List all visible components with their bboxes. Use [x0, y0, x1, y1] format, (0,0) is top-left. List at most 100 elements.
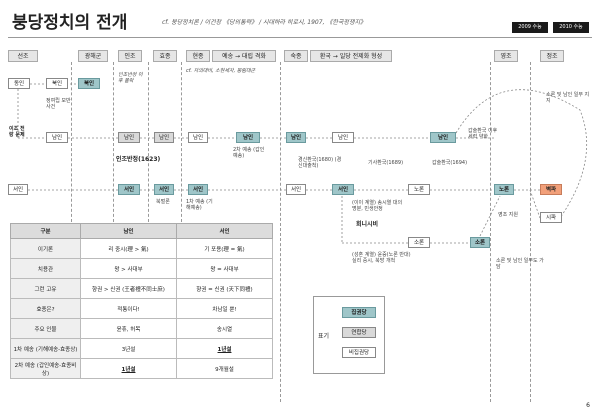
table-header-row: 구분 남인 서인 [10, 223, 273, 239]
table-header: 구분 [10, 223, 81, 239]
title-divider [8, 37, 592, 38]
note-soron-namin-support: 소론 및 남인 일부 지지 [546, 92, 590, 104]
era-hwanguk: 환국 → 일당 전제화 형성 [310, 50, 392, 62]
party-node-byeokpa: 벽파 [540, 184, 562, 195]
table-row: 1차 예송 (기해예송-효종상) 3년설 1년설 [10, 338, 273, 359]
party-node-bukin: 북인 [46, 78, 68, 89]
note-soron-namin-join: 소론 및 남인 일부도 가담 [496, 258, 544, 270]
note-gisa-hwanguk: 기사환국(1689) [368, 160, 404, 166]
note-hyeonjong-cf: cf. 자의대비, 소현세자, 봉림대군 [186, 68, 256, 74]
table-row-header: 그런 고유 [10, 278, 81, 299]
era-sukjong: 숙종 [284, 50, 308, 62]
table-row: 2차 예송 (갑인예송-효종비상) 1년설 9개월설 [10, 358, 273, 379]
note-gapsul-hwanguk: 갑술환국(1694) [432, 160, 468, 166]
note-injobanjeong: 인조반정(1623) [116, 156, 161, 163]
party-node-seoin: 서인 [8, 184, 28, 195]
era-separator [490, 62, 491, 402]
citation: cf. 붕당정치론 / 이건창 《당의통략》 / 시대하라 히로시, 1907,… [162, 19, 366, 26]
party-node-bukin-ruling: 북인 [78, 78, 100, 89]
table-row-header: 주요 인물 [10, 318, 81, 339]
page-number: 6 [586, 402, 590, 409]
party-node-seoin-ruling: 서인 [154, 184, 174, 195]
era-separator [181, 62, 182, 222]
party-node-seoin: 서인 [286, 184, 306, 195]
era-hyojong: 효종 [153, 50, 177, 62]
note-gihae-yesong: 1차 예송 (기해예송) [186, 199, 213, 211]
table-row-header: 효종은? [10, 298, 81, 319]
comparison-table: 구분 남인 서인 이기론 리 중시(理 > 氣) 기 포용(理 = 氣) 치용관… [10, 223, 273, 379]
note-soron-description: (성혼 계열) 윤증(노론 반대) 실리 중시, 북방 개척 [352, 252, 411, 264]
party-node-dongin: 동인 [8, 78, 30, 89]
party-node-soron: 소론 [408, 237, 430, 248]
table-row-header: 이기론 [10, 238, 81, 259]
table-cell: 1년설 [176, 338, 273, 359]
table-cell: 향권 = 신권 (天下同禮) [176, 278, 273, 299]
note-gyeongsin-hwanguk: 경신환국(1680) (경신대출척) [298, 157, 342, 169]
era-separator [280, 62, 281, 402]
party-node-seoin-ruling: 서인 [118, 184, 140, 195]
party-node-seoin-ruling: 서인 [188, 184, 208, 195]
note-gapsul-aftermath: 갑술환국 이후 세력 약화 [468, 128, 498, 140]
era-separator [71, 62, 72, 222]
era-yesong: 예송 → 대립 격화 [212, 50, 276, 62]
note-injo-aftermath: 인조반정 이후 몰락 [118, 72, 143, 84]
table-row: 치용관 왕 > 사대부 왕 = 사대부 [10, 258, 273, 279]
table-row: 그런 고유 향권 > 신권 (王者禮不同士庶) 향권 = 신권 (天下同禮) [10, 278, 273, 299]
party-node-namin-coalition: 남인 [118, 132, 140, 143]
table-cell: 1년설 [80, 358, 177, 379]
note-ijo-jeollang: 이조 전랑 문제 [9, 126, 25, 138]
party-node-namin: 남인 [46, 132, 68, 143]
era-separator [530, 62, 531, 402]
table-header: 서인 [176, 223, 273, 239]
table-cell: 향권 > 신권 (王者禮不同士庶) [80, 278, 177, 299]
table-cell: 기 포용(理 = 氣) [176, 238, 273, 259]
table-row: 효종은? 적통이다! 차남일 뿐! [10, 298, 273, 319]
table-cell: 송시열 [176, 318, 273, 339]
table-cell: 3년설 [80, 338, 177, 359]
era-gwanghaegun: 광해군 [78, 50, 108, 62]
table-row: 이기론 리 중시(理 > 氣) 기 포용(理 = 氣) [10, 238, 273, 259]
table-row-header: 치용관 [10, 258, 81, 279]
table-cell: 왕 > 사대부 [80, 258, 177, 279]
party-node-seoin-ruling: 서인 [332, 184, 354, 195]
party-node-noron-ruling: 노론 [494, 184, 514, 195]
party-node-noron: 노론 [408, 184, 430, 195]
exam-tag-2009[interactable]: 2009 수능 [512, 22, 548, 33]
table-row-header: 2차 예송 (갑인예송-효종비상) [10, 358, 81, 379]
table-cell: 윤휴, 허목 [80, 318, 177, 339]
note-hoenisibi: 회니시비 [356, 221, 379, 228]
party-node-namin: 남인 [332, 132, 354, 143]
era-injo: 인조 [118, 50, 142, 62]
party-node-soron-ruling: 소론 [470, 237, 490, 248]
note-noron-description: (이이 계열) 송시열 대의명분, 민생안정 [352, 200, 403, 212]
party-node-namin-ruling: 남인 [236, 132, 260, 143]
table-row: 주요 인물 윤휴, 허목 송시열 [10, 318, 273, 339]
era-seonjo: 선조 [8, 50, 38, 62]
legend-label: 표기 [318, 333, 330, 340]
table-cell: 적통이다! [80, 298, 177, 319]
party-node-namin-ruling: 남인 [286, 132, 306, 143]
note-jeongyeorip: 정여립 모반사건 [46, 98, 71, 110]
note-bukbeollon: 북벌론 [156, 199, 170, 205]
table-cell: 왕 = 사대부 [176, 258, 273, 279]
table-row-header: 1차 예송 (기해예송-효종상) [10, 338, 81, 359]
table-header: 남인 [80, 223, 177, 239]
legend-ruling: 집권당 [342, 307, 376, 318]
page-title: 붕당정치의 전개 [12, 13, 128, 33]
table-cell: 리 중시(理 > 氣) [80, 238, 177, 259]
era-jeongjo: 정조 [540, 50, 564, 62]
table-cell: 9개월설 [176, 358, 273, 379]
table-cell: 차남일 뿐! [176, 298, 273, 319]
party-node-sipa: 시파 [540, 212, 562, 223]
party-node-namin: 남인 [188, 132, 208, 143]
party-node-namin-coalition: 남인 [154, 132, 174, 143]
legend: 표기 집권당 연합당 비집권당 [313, 296, 385, 374]
era-yeongjo: 영조 [494, 50, 518, 62]
exam-tag-2010[interactable]: 2010 수능 [553, 22, 589, 33]
era-separator [113, 62, 114, 222]
legend-non-ruling: 비집권당 [342, 347, 376, 358]
legend-coalition: 연합당 [342, 327, 376, 338]
era-hyeonjong: 현종 [186, 50, 210, 62]
era-separator [148, 62, 149, 222]
